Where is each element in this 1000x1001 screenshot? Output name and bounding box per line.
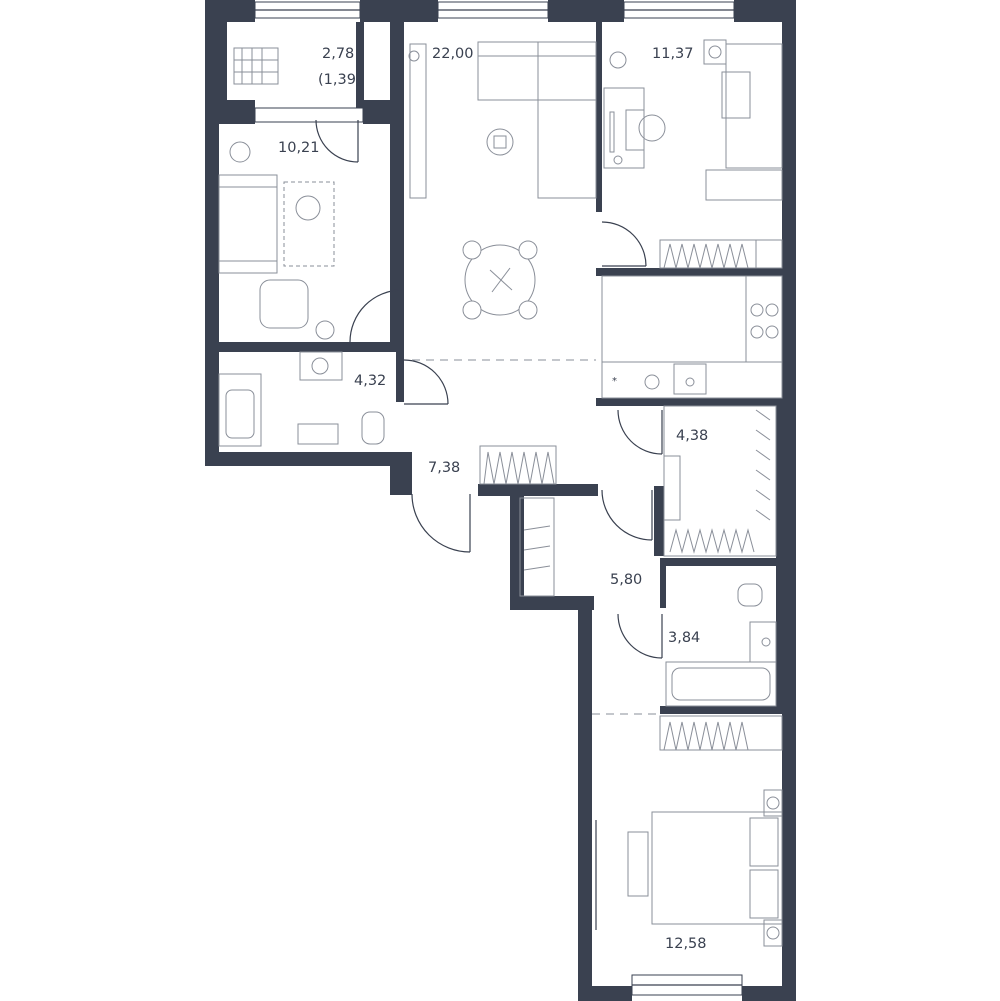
furniture: * bbox=[218, 39, 783, 947]
doors bbox=[349, 221, 663, 659]
svg-text:*: * bbox=[612, 376, 617, 387]
window-balcony-door bbox=[254, 107, 364, 123]
area-bedroom-left: 10,21 bbox=[278, 140, 320, 156]
windows bbox=[254, 1, 743, 996]
walls bbox=[205, 0, 796, 1001]
area-wardrobe: 4,38 bbox=[676, 428, 708, 444]
area-living-kitchen: 22,00 bbox=[432, 46, 474, 62]
area-balcony: 2,78 bbox=[322, 46, 354, 62]
area-balcony-sub: (1,39) bbox=[318, 72, 362, 88]
area-bathroom-right: 3,84 bbox=[668, 630, 700, 646]
area-bathroom-left: 4,32 bbox=[354, 373, 386, 389]
area-hallway: 7,38 bbox=[428, 460, 460, 476]
area-bedroom-top-right: 11,37 bbox=[652, 46, 694, 62]
area-corridor: 5,80 bbox=[610, 572, 642, 588]
area-bedroom-bottom: 12,58 bbox=[665, 936, 707, 952]
room-labels: 2,78 (1,39) 22,00 11,37 10,21 4,32 7,38 … bbox=[278, 46, 708, 952]
